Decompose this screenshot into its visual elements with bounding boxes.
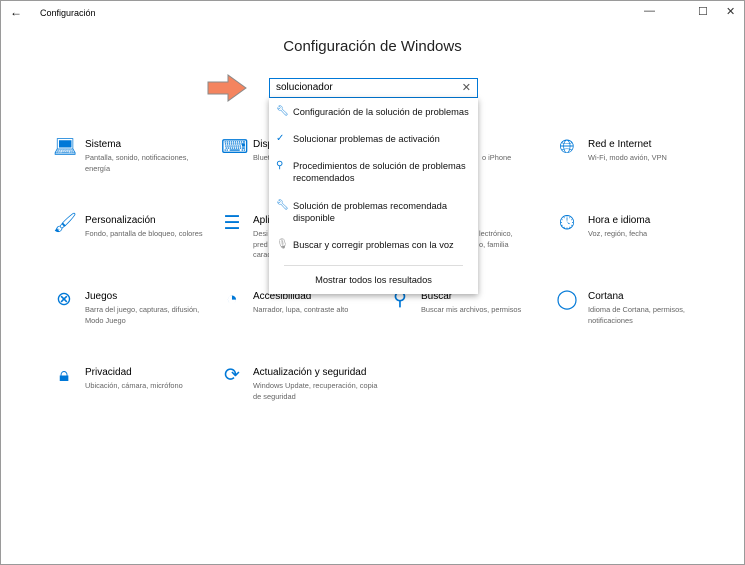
tile-desc-fragment: lectrónico,o, familia: [479, 229, 513, 249]
ease-of-access-icon: ◔: [226, 289, 238, 310]
cortana-circle-icon: ◯: [556, 289, 578, 310]
tile-desc: Buscar mis archivos, permisos: [421, 305, 522, 314]
tile-title: Disp: [253, 139, 274, 150]
search-icon: ⚲: [393, 289, 407, 310]
annotation-arrow-icon: [207, 74, 247, 102]
wrench-icon: 🔧︎: [276, 200, 289, 211]
tile-title: Juegos: [85, 291, 118, 302]
suggestion-item[interactable]: 🎙︎ Buscar y corregir problemas con la voz: [276, 239, 454, 251]
tile-desc: Wi-Fi, modo avión, VPN: [588, 153, 667, 162]
tile-title: Accesibilidad: [253, 291, 312, 302]
sync-icon: ⟳: [224, 365, 240, 386]
tile-desc: Idioma de Cortana, permisos, notificacio…: [588, 305, 685, 325]
tile-desc: Fondo, pantalla de bloqueo, colores: [85, 229, 203, 238]
tile-title: Personalización: [85, 215, 156, 226]
xbox-icon: ⊗: [56, 289, 72, 310]
tile-title: Privacidad: [85, 367, 132, 378]
show-all-results-link[interactable]: Mostrar todos los resultados: [315, 275, 432, 285]
tile-title: Red e Internet: [588, 139, 652, 150]
check-circle-icon: ✓: [276, 133, 285, 144]
page-title: Configuración de Windows: [283, 38, 462, 55]
devices-icon: ⌨: [221, 137, 249, 158]
tile-desc: Pantalla, sonido, notificaciones, energí…: [85, 153, 189, 173]
clear-icon[interactable]: ✕: [461, 82, 471, 94]
microphone-icon: 🎙︎: [276, 239, 289, 250]
tile-title: Apli: [253, 215, 270, 226]
lock-icon: 🔒︎: [58, 365, 70, 386]
suggestion-item[interactable]: 🔧︎ Solución de problemas recomendada disp…: [276, 200, 451, 224]
tile-title: Cortana: [588, 291, 624, 302]
paint-monitor-icon: 🖌︎: [53, 213, 78, 234]
tile-desc-fragment: o iPhone: [482, 153, 512, 162]
tile-desc: Voz, región, fecha: [588, 229, 648, 238]
tile-desc: Bluet: [253, 153, 270, 162]
suggestion-label: Solución de problemas recomendada dispon…: [293, 201, 448, 223]
tile-desc: Barra del juego, capturas, difusión, Mod…: [85, 305, 200, 325]
tile-title: Sistema: [85, 139, 122, 150]
suggestion-label: Solucionar problemas de activación: [293, 134, 440, 144]
close-button[interactable]: ✕: [726, 6, 736, 18]
window-title: Configuración: [40, 8, 96, 18]
suggestion-item[interactable]: 🔧︎ Configuración de la solución de proble…: [276, 106, 469, 118]
suggestion-label: Configuración de la solución de problema…: [293, 107, 469, 117]
tile-title: Actualización y seguridad: [253, 367, 367, 378]
suggestion-label: Procedimientos de solución de problemas …: [293, 161, 466, 183]
tile-title: Buscar: [421, 291, 453, 302]
search-input[interactable]: [276, 82, 456, 93]
search-box[interactable]: ✕: [269, 78, 478, 98]
apps-list-icon: ☰: [223, 213, 241, 234]
maximize-button[interactable]: ☐: [698, 6, 708, 18]
minimize-button[interactable]: —: [644, 5, 655, 17]
tile-desc: Windows Update, recuperación, copia de s…: [253, 381, 378, 401]
back-arrow-icon[interactable]: ←: [10, 5, 22, 19]
wrench-icon: 🔧︎: [276, 106, 289, 117]
title-bar: ← Configuración — ☐ ✕: [1, 1, 744, 25]
suggestion-item[interactable]: ⚲ Procedimientos de solución de problemas…: [276, 160, 466, 184]
globe-icon: 🌐︎: [559, 137, 575, 158]
tile-desc: Ubicación, cámara, micrófono: [85, 381, 183, 390]
tile-desc: Narrador, lupa, contraste alto: [253, 305, 349, 314]
divider: [284, 265, 463, 266]
time-language-icon: 🕓︎: [559, 213, 575, 234]
suggestion-label: Buscar y corregir problemas con la voz: [293, 240, 454, 250]
laptop-icon: 💻︎: [53, 137, 78, 158]
search-suggestions: 🔧︎ Configuración de la solución de proble…: [269, 98, 478, 294]
tile-title: Hora e idioma: [588, 215, 651, 226]
person-chat-icon: ⚲: [276, 160, 284, 171]
suggestion-item[interactable]: ✓ Solucionar problemas de activación: [276, 133, 440, 145]
